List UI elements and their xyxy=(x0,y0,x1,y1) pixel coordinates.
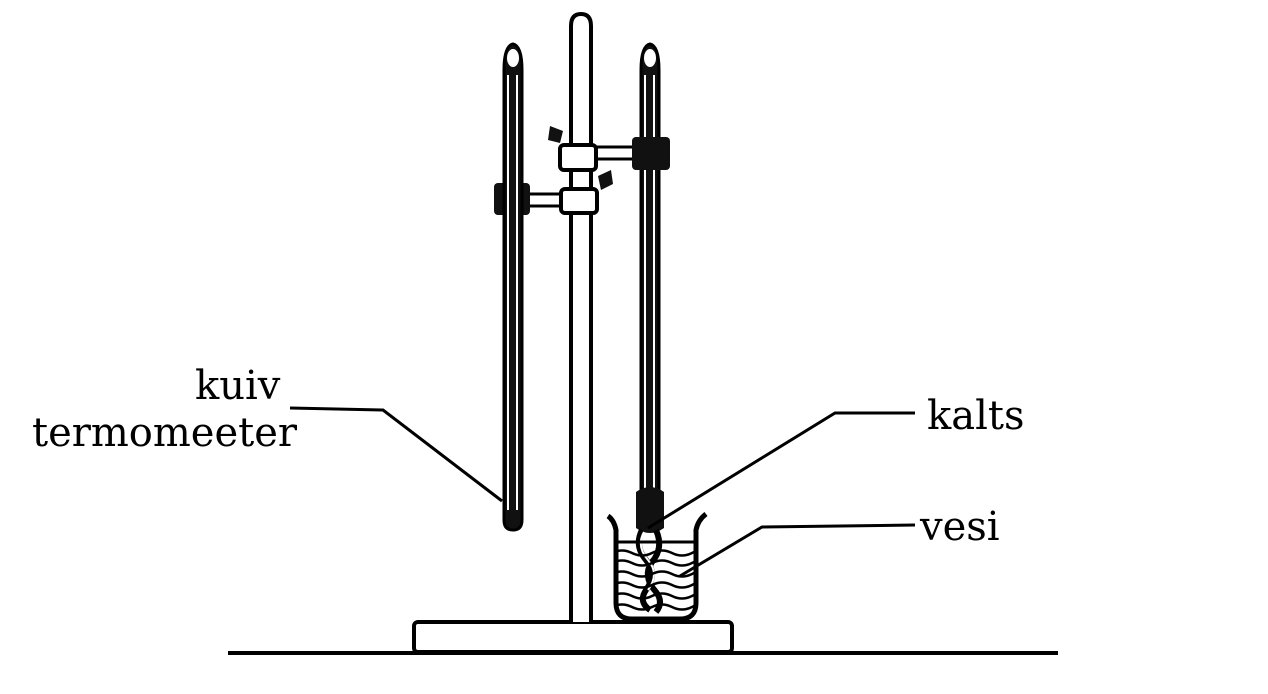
dry-thermometer-label-line1: kuiv xyxy=(195,363,281,409)
dry-thermometer xyxy=(502,42,524,532)
leader-line-wick xyxy=(647,411,915,530)
wick-label: kalts xyxy=(927,393,1025,439)
beaker xyxy=(606,512,708,622)
stand-base xyxy=(412,620,734,654)
water-label: vesi xyxy=(920,504,1000,550)
wet-thermometer xyxy=(639,42,661,502)
stand-rod xyxy=(569,11,593,622)
dry-thermometer-label-line2: termomeeter xyxy=(32,410,298,456)
clamp-right xyxy=(548,126,670,172)
leader-line-water xyxy=(679,523,916,578)
leader-line-dry-thermometer xyxy=(289,406,503,503)
